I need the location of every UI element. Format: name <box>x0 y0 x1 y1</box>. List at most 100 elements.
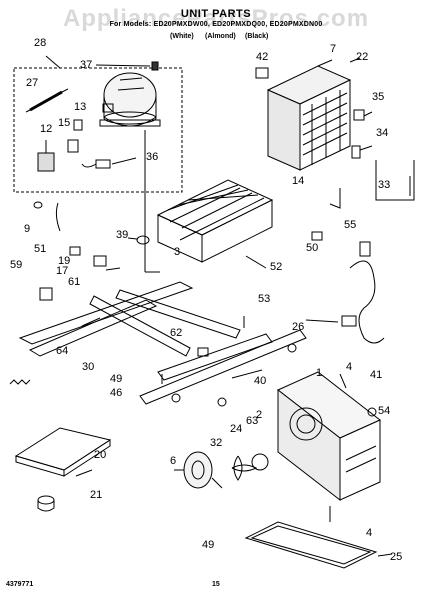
bracket-14 <box>329 188 341 209</box>
grommet-39 <box>127 235 150 245</box>
callout-63: 63 <box>246 415 258 427</box>
color-white: (White) <box>170 33 194 40</box>
leader-30 <box>81 317 101 327</box>
callout-33: 33 <box>378 179 390 191</box>
callout-34: 34 <box>376 127 388 139</box>
start-relay-12 <box>37 140 55 172</box>
leader-37 <box>95 64 151 67</box>
drier-filter <box>25 88 69 113</box>
nut-54 <box>367 407 377 417</box>
screw-4-top <box>339 373 347 389</box>
drain-pan-25 <box>244 521 378 569</box>
callout-59: 59 <box>10 259 22 271</box>
screw-61 <box>105 267 121 271</box>
watermark-text: AppliancePartsPros.com <box>62 5 370 32</box>
tube-51 <box>55 202 61 232</box>
heater-clip-42 <box>255 67 269 79</box>
fan-shroud-1 <box>277 371 381 502</box>
callout-51: 51 <box>34 243 46 255</box>
callout-39: 39 <box>116 229 128 241</box>
callout-13: 13 <box>74 101 86 113</box>
leader-25 <box>377 553 393 557</box>
relay-15 <box>67 139 79 153</box>
callout-15: 15 <box>58 117 70 129</box>
doc-number: 4379771 <box>6 581 34 588</box>
condenser-fan-motor-32 <box>174 451 223 489</box>
leader-20 <box>75 469 93 477</box>
callout-17: 17 <box>56 265 68 277</box>
nut-40 <box>287 343 297 353</box>
callout-21: 21 <box>90 489 102 501</box>
callout-41: 41 <box>370 369 382 381</box>
callout-1: 1 <box>316 367 322 379</box>
bracket-59 <box>39 287 53 301</box>
fan-blade-24 <box>231 455 258 481</box>
wire-harness-36 <box>81 159 111 169</box>
callout-20: 20 <box>94 449 106 461</box>
callout-12: 12 <box>40 123 52 135</box>
color-black: (Black) <box>245 33 269 40</box>
callout-9: 9 <box>24 223 30 235</box>
leader-26 <box>305 319 339 323</box>
callout-55: 55 <box>344 219 356 231</box>
thermistor-35 <box>353 109 373 121</box>
compressor-kit-box <box>13 67 183 193</box>
clip-50 <box>311 231 323 241</box>
callout-40: 40 <box>254 375 266 387</box>
fan-2 <box>251 453 269 471</box>
callout-27: 27 <box>26 77 38 89</box>
callout-49: 49 <box>202 539 214 551</box>
defrost-heater-33 <box>375 160 415 201</box>
screw-37 <box>151 61 159 71</box>
compressor-drawing <box>99 72 161 127</box>
callout-14: 14 <box>292 175 304 187</box>
leader-3 <box>179 231 197 241</box>
leader-36 <box>111 157 137 165</box>
part-62 <box>197 347 209 357</box>
bimetal-34 <box>351 145 373 159</box>
wire-harness-26 <box>341 241 385 344</box>
model-numbers: For Models: ED20PMXDW00, ED20PMXDQ00, ED… <box>109 21 323 28</box>
page-title: UNIT PARTS <box>180 8 252 20</box>
nut-63 <box>217 397 227 407</box>
callout-32: 32 <box>210 437 222 449</box>
leader-28 <box>45 55 61 69</box>
condenser-coil-3 <box>156 179 274 263</box>
callout-24: 24 <box>230 423 242 435</box>
callout-35: 35 <box>372 91 384 103</box>
callout-2: 2 <box>256 409 262 421</box>
part-19 <box>69 246 81 256</box>
callout-50: 50 <box>306 242 318 254</box>
page-number: 15 <box>212 581 220 588</box>
rod-52 <box>245 255 267 269</box>
callout-36: 36 <box>146 151 158 163</box>
callout-25: 25 <box>390 551 402 563</box>
callout-53: 53 <box>258 293 270 305</box>
evaporator-22 <box>266 65 352 171</box>
callout-62: 62 <box>170 327 182 339</box>
callout-37: 37 <box>80 59 92 71</box>
leader-40 <box>231 369 263 379</box>
leader-7 <box>317 59 333 67</box>
callout-26: 26 <box>292 321 304 333</box>
callout-7: 7 <box>330 43 336 55</box>
callout-54: 54 <box>378 405 390 417</box>
callout-4: 4 <box>366 527 372 539</box>
callout-64: 64 <box>56 345 68 357</box>
callout-30: 30 <box>82 361 94 373</box>
base-frame-30 <box>18 281 307 405</box>
part-17 <box>93 255 107 267</box>
grommet-46 <box>171 393 181 403</box>
color-almond: (Almond) <box>205 33 236 40</box>
callout-22: 22 <box>356 51 368 63</box>
panel-20 <box>14 427 112 477</box>
callout-42: 42 <box>256 51 268 63</box>
callout-46: 46 <box>110 387 122 399</box>
callout-3: 3 <box>174 246 180 258</box>
plug-9 <box>33 201 43 209</box>
callout-28: 28 <box>34 37 46 49</box>
callout-49: 49 <box>110 373 122 385</box>
leveling-leg-21 <box>37 495 55 512</box>
callout-52: 52 <box>270 261 282 273</box>
leader-22 <box>349 57 361 63</box>
